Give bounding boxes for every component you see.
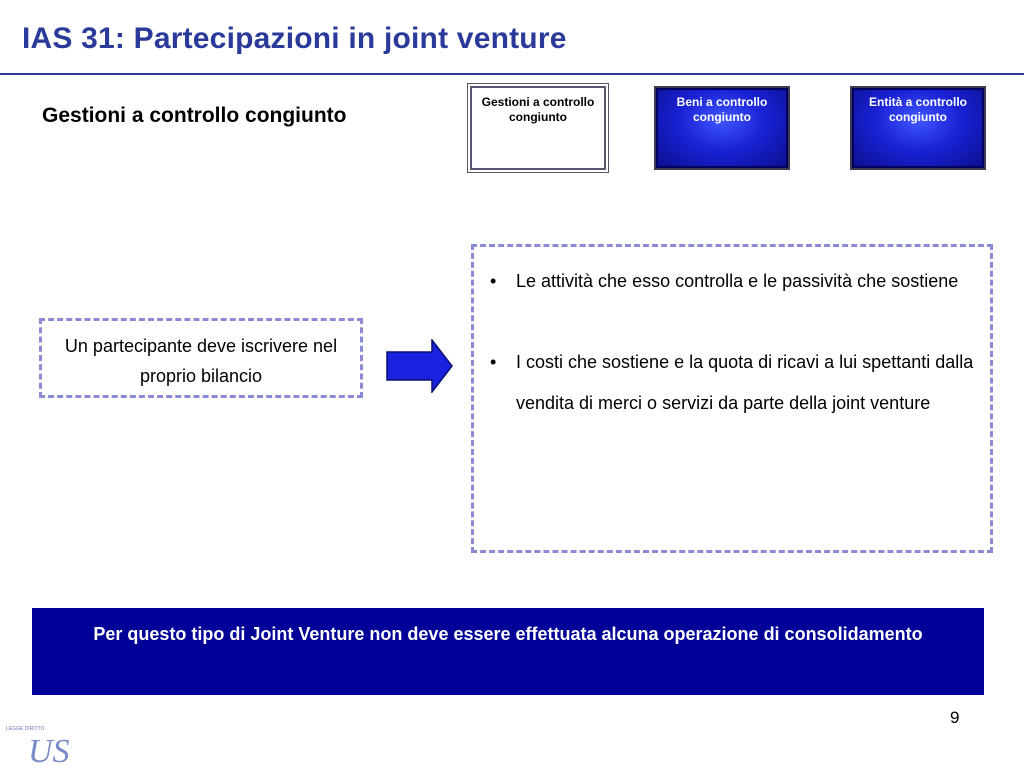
bullet-icon: •	[490, 352, 497, 372]
university-logo-icon: LEGGE DIRITTO US	[6, 726, 70, 766]
list-item: • Le attività che esso controlla e le pa…	[482, 261, 980, 302]
logo-small-text: LEGGE DIRITTO	[6, 726, 45, 732]
slide-title: IAS 31: Partecipazioni in joint venture	[22, 22, 567, 55]
right-arrow-icon	[386, 339, 453, 393]
partecipante-text: Un partecipante deve iscrivere nel propr…	[64, 336, 338, 386]
partecipante-box: Un partecipante deve iscrivere nel propr…	[39, 318, 363, 398]
page-number: 9	[950, 708, 960, 727]
title-divider	[0, 73, 1024, 75]
logo-letters: US	[28, 733, 70, 766]
tab-beni-controllo-congiunto[interactable]: Beni a controllo congiunto	[654, 86, 790, 170]
bullet-icon: •	[490, 271, 497, 291]
obligations-box: • Le attività che esso controlla e le pa…	[471, 244, 993, 553]
tab-gestioni-controllo-congiunto[interactable]: Gestioni a controllo congiunto	[467, 83, 609, 173]
banner-text: Per questo tipo di Joint Venture non dev…	[93, 624, 923, 644]
tab-label: Gestioni a controllo congiunto	[481, 95, 595, 124]
list-item-text: Le attività che esso controlla e le pass…	[516, 271, 959, 291]
section-subtitle: Gestioni a controllo congiunto	[42, 104, 347, 127]
tab-label: Entità a controllo congiunto	[868, 95, 967, 124]
tab-entita-controllo-congiunto[interactable]: Entità a controllo congiunto	[850, 86, 986, 170]
list-item-text: I costi che sostiene e la quota di ricav…	[516, 352, 974, 413]
conclusion-banner: Per questo tipo di Joint Venture non dev…	[32, 608, 984, 695]
list-item: • I costi che sostiene e la quota di ric…	[482, 342, 980, 424]
obligations-list: • Le attività che esso controlla e le pa…	[482, 261, 980, 424]
tab-label: Beni a controllo congiunto	[676, 95, 768, 124]
